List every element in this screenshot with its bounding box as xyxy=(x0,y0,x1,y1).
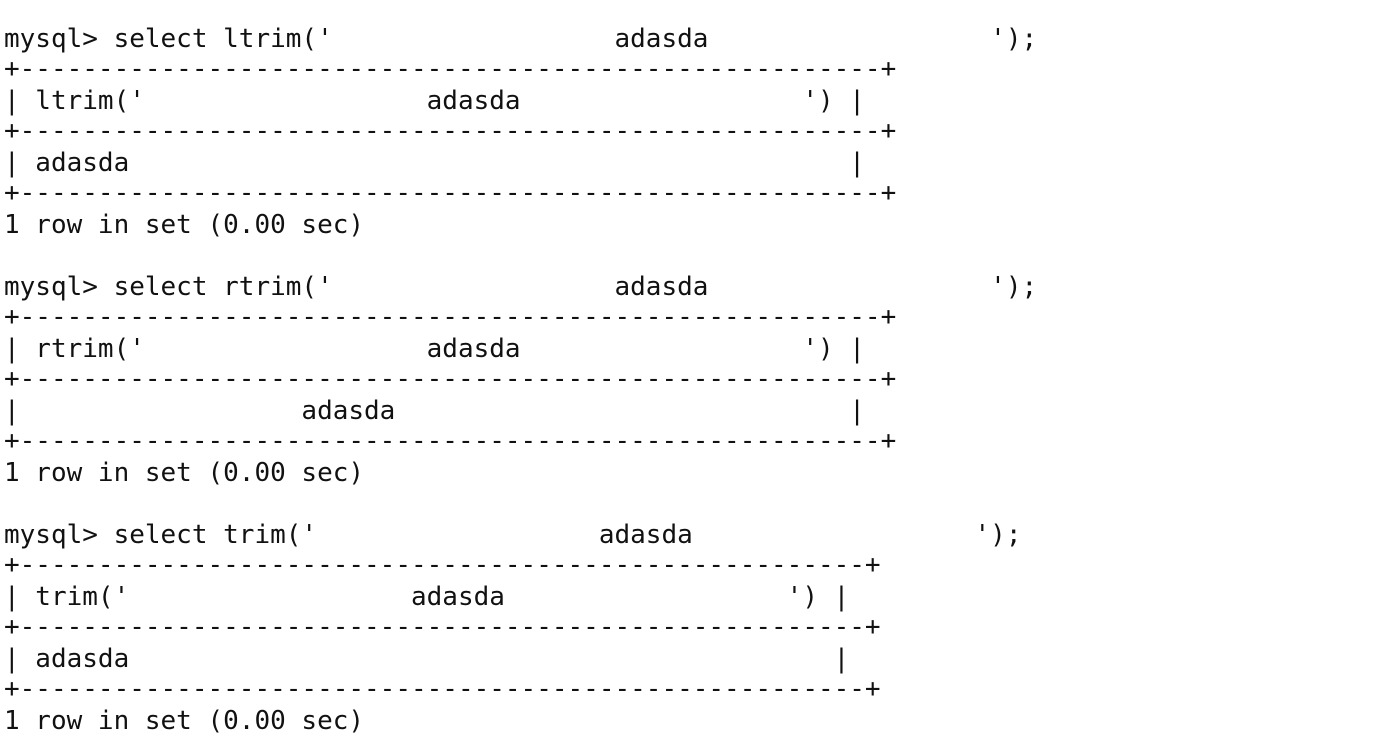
rtrim-command-line: mysql> select rtrim(' adasda '); xyxy=(4,272,1038,302)
ltrim-result-header: | ltrim(' adasda ') | xyxy=(4,86,865,116)
ltrim-row-count: 1 row in set (0.00 sec) xyxy=(4,210,365,240)
rtrim-result-header: | rtrim(' adasda ') | xyxy=(4,334,865,364)
ltrim-command-line: mysql> select ltrim(' adasda '); xyxy=(4,24,1038,54)
table-border: +---------------------------------------… xyxy=(4,364,897,394)
table-border: +---------------------------------------… xyxy=(4,674,881,704)
table-border: +---------------------------------------… xyxy=(4,54,897,84)
ltrim-result-row: | adasda | xyxy=(4,148,865,178)
table-border: +---------------------------------------… xyxy=(4,426,897,456)
trim-result-header: | trim(' adasda ') | xyxy=(4,582,850,612)
rtrim-row-count: 1 row in set (0.00 sec) xyxy=(4,458,365,488)
trim-result-row: | adasda | xyxy=(4,644,850,674)
table-border: +---------------------------------------… xyxy=(4,550,881,580)
trim-row-count: 1 row in set (0.00 sec) xyxy=(4,706,365,736)
table-border: +---------------------------------------… xyxy=(4,302,897,332)
rtrim-result-row: | adasda | xyxy=(4,396,865,426)
table-border: +---------------------------------------… xyxy=(4,178,897,208)
table-border: +---------------------------------------… xyxy=(4,612,881,642)
trim-command-line: mysql> select trim(' adasda '); xyxy=(4,520,1022,550)
table-border: +---------------------------------------… xyxy=(4,116,897,146)
